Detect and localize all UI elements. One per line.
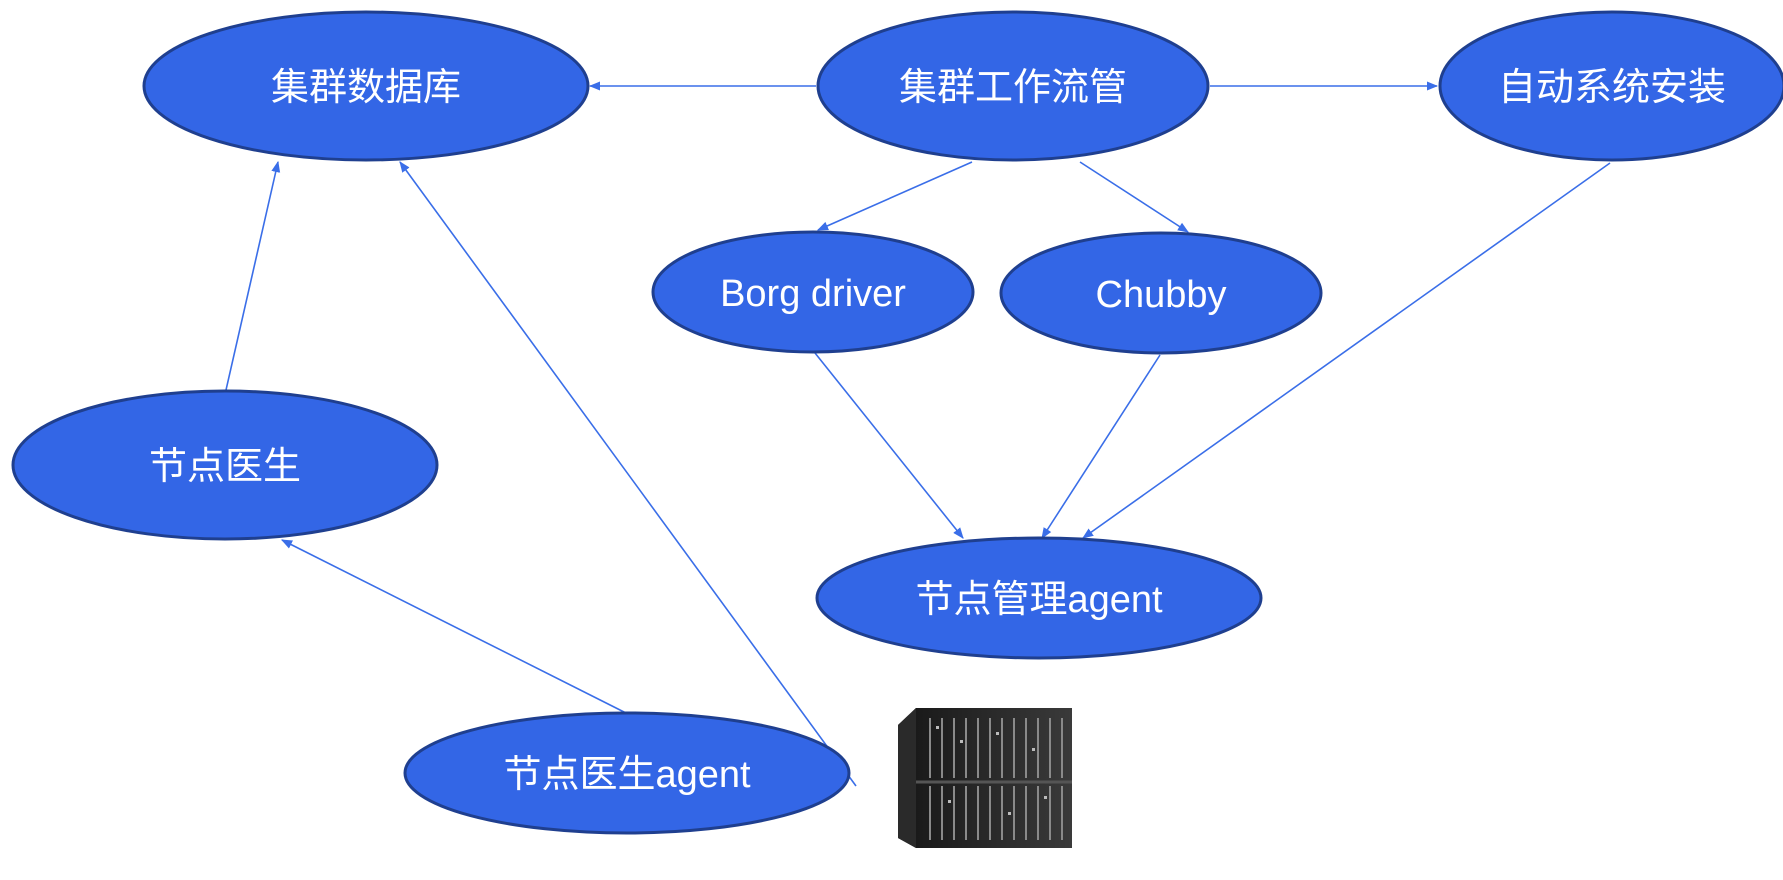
edge-borg-to-mgmt bbox=[814, 352, 964, 539]
node-auto-install: 自动系统安装 bbox=[1438, 10, 1783, 162]
edge-workflow-to-chubby bbox=[1079, 161, 1189, 233]
node-cluster-db-label: 集群数据库 bbox=[271, 67, 461, 109]
edge-chubby-to-mgmt bbox=[1041, 354, 1161, 539]
node-borg-driver-label: Borg driver bbox=[720, 273, 906, 315]
node-chubby-label: Chubby bbox=[1096, 274, 1227, 316]
node-borg-driver: Borg driver bbox=[651, 230, 975, 354]
node-doctor: 节点医生 bbox=[11, 389, 439, 541]
node-auto-install-label: 自动系统安装 bbox=[1498, 67, 1726, 109]
node-mgmt-agent: 节点管理agent bbox=[815, 536, 1263, 660]
node-cluster-workflow: 集群工作流管 bbox=[816, 10, 1210, 162]
node-cluster-db: 集群数据库 bbox=[142, 10, 590, 162]
edge-doctor-to-db bbox=[225, 160, 281, 391]
node-mgmt-agent-label: 节点管理agent bbox=[915, 579, 1163, 621]
node-doctor-label: 节点医生 bbox=[149, 446, 301, 488]
node-doctor-agent-label: 节点医生agent bbox=[503, 754, 751, 796]
server-rack-icon bbox=[898, 708, 1072, 848]
edge-install-to-mgmt bbox=[1082, 162, 1611, 539]
edges bbox=[225, 81, 1611, 787]
node-cluster-workflow-label: 集群工作流管 bbox=[899, 67, 1127, 109]
node-chubby: Chubby bbox=[999, 231, 1323, 355]
edge-workflow-to-borg bbox=[816, 161, 973, 231]
edge-server-to-db bbox=[399, 161, 857, 787]
edge-doctoragent-to-doctor bbox=[280, 539, 627, 714]
node-doctor-agent: 节点医生agent bbox=[403, 711, 851, 835]
